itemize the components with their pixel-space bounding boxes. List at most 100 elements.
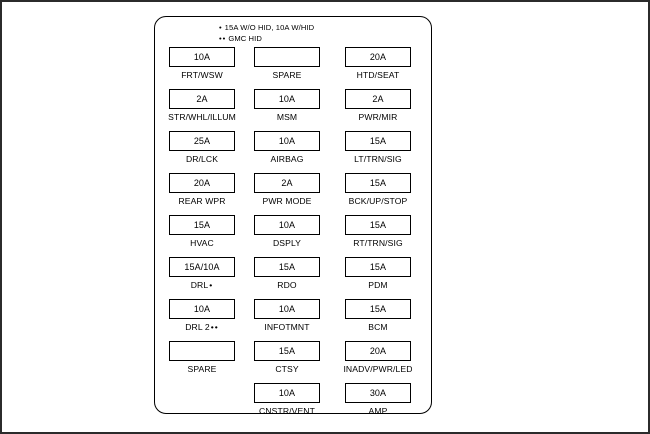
fuse-circuit-label: RT/TRN/SIG — [341, 238, 415, 248]
fuse-circuit-name: HTD/SEAT — [356, 70, 400, 80]
fuse-rating-box: 15A — [345, 215, 411, 235]
fuse-circuit-label: CTSY — [250, 364, 324, 374]
fuse-circuit-name: DRL — [190, 280, 209, 290]
fuse-circuit-label: AIRBAG — [250, 154, 324, 164]
fuse-circuit-name: PWR/MIR — [358, 112, 398, 122]
fuse-circuit-name: SPARE — [187, 364, 217, 374]
fuse-circuit-name: REAR WPR — [178, 196, 226, 206]
fuse-rating-box: 15A — [345, 299, 411, 319]
fuse-slot: 10A MSM — [250, 89, 324, 131]
fuse-slot: 10A FRT/WSW — [165, 47, 239, 89]
fuse-circuit-name: PDM — [368, 280, 388, 290]
fuse-circuit-name: DSPLY — [272, 238, 302, 248]
fuse-circuit-label: SPARE — [250, 70, 324, 80]
fuse-slot: 20A HTD/SEAT — [341, 47, 415, 89]
fuse-circuit-label: MSM — [250, 112, 324, 122]
legend-notes: •15A W/O HID, 10A W/HID••GMC HID — [219, 23, 429, 44]
fuse-rating-box: 10A — [254, 131, 320, 151]
fuse-circuit-label: INFOTMNT — [250, 322, 324, 332]
fuse-slot: SPARE — [165, 341, 239, 383]
fuse-circuit-name: DR/LCK — [185, 154, 219, 164]
fuse-slot: 25A DR/LCK — [165, 131, 239, 173]
fuse-slot: 2A PWR MODE — [250, 173, 324, 215]
fuse-rating-box: 2A — [254, 173, 320, 193]
fuse-circuit-name: INADV/PWR/LED — [343, 364, 413, 374]
fuse-circuit-label: STR/WHL/ILLUM — [165, 112, 239, 122]
fuse-slot: 10A CNSTR/VENT — [250, 383, 324, 425]
fuse-circuit-name: DRL 2 — [185, 322, 210, 332]
fuse-rating-box: 20A — [169, 173, 235, 193]
fuse-circuit-name: LT/TRN/SIG — [354, 154, 402, 164]
fuse-circuit-name: MSM — [276, 112, 298, 122]
fuse-circuit-name: RT/TRN/SIG — [353, 238, 403, 248]
legend-note-1: •15A W/O HID, 10A W/HID — [219, 23, 429, 34]
fuse-circuit-name: STR/WHL/ILLUM — [168, 112, 236, 122]
fuse-circuit-name: HVAC — [190, 238, 214, 248]
fuse-circuit-label: DRL• — [165, 280, 239, 290]
legend-note-text: GMC HID — [228, 33, 262, 43]
fuse-circuit-label: DRL 2•• — [165, 322, 239, 332]
fuse-rating-box: 10A — [254, 89, 320, 109]
fuse-slot: 15A LT/TRN/SIG — [341, 131, 415, 173]
fuse-circuit-label: REAR WPR — [165, 196, 239, 206]
fuse-rating-box: 10A — [169, 47, 235, 67]
fuse-empty-box — [169, 341, 235, 361]
fuse-slot: 15A BCM — [341, 299, 415, 341]
fuse-rating-box: 15A — [254, 257, 320, 277]
fuse-rating-box: 15A/10A — [169, 257, 235, 277]
legend-note-text: 15A W/O HID, 10A W/HID — [224, 23, 315, 32]
fuse-rating-box: 15A — [254, 341, 320, 361]
fuse-slot: 10A AIRBAG — [250, 131, 324, 173]
fuse-slot: 15A BCK/UP/STOP — [341, 173, 415, 215]
fuse-rating-box: 15A — [345, 173, 411, 193]
fuse-circuit-label: AMP — [341, 406, 415, 416]
fuse-circuit-name: BCM — [368, 322, 388, 332]
fuse-circuit-label: SPARE — [165, 364, 239, 374]
fuse-footnote-marker-icon: • — [209, 280, 214, 290]
legend-note-2: ••GMC HID — [219, 34, 429, 45]
fuse-rating-box: 15A — [345, 131, 411, 151]
fuse-circuit-label: HVAC — [165, 238, 239, 248]
fuse-rating-box: 2A — [169, 89, 235, 109]
legend-marker-icon: •• — [219, 33, 227, 43]
fuse-circuit-label: CNSTR/VENT — [250, 406, 324, 416]
fuse-circuit-label: LT/TRN/SIG — [341, 154, 415, 164]
fuse-circuit-name: PWR MODE — [262, 196, 312, 206]
fuse-rating-box: 15A — [345, 257, 411, 277]
fuse-circuit-label: DR/LCK — [165, 154, 239, 164]
fuse-circuit-name: CTSY — [275, 364, 299, 374]
fuse-circuit-name: CNSTR/VENT — [259, 406, 315, 416]
fuse-slot: 15A RT/TRN/SIG — [341, 215, 415, 257]
fuse-circuit-label: FRT/WSW — [165, 70, 239, 80]
fuse-circuit-label: PWR MODE — [250, 196, 324, 206]
fuse-circuit-name: FRT/WSW — [181, 70, 223, 80]
fuse-circuit-label: PWR/MIR — [341, 112, 415, 122]
fuse-slot: 20A INADV/PWR/LED — [341, 341, 415, 383]
fuse-circuit-name: BCK/UP/STOP — [348, 196, 408, 206]
fuse-rating-box: 30A — [345, 383, 411, 403]
fuse-circuit-label: DSPLY — [250, 238, 324, 248]
fuse-circuit-label: PDM — [341, 280, 415, 290]
fuse-rating-box: 20A — [345, 47, 411, 67]
fuse-slot: 2A PWR/MIR — [341, 89, 415, 131]
fuse-circuit-label: BCK/UP/STOP — [341, 196, 415, 206]
fuse-slot: 10A INFOTMNT — [250, 299, 324, 341]
fuse-rating-box: 25A — [169, 131, 235, 151]
fuse-empty-box — [254, 47, 320, 67]
fuse-rating-box: 10A — [169, 299, 235, 319]
fuse-circuit-name: AIRBAG — [270, 154, 304, 164]
fuse-rating-box: 20A — [345, 341, 411, 361]
fuse-rating-box: 10A — [254, 383, 320, 403]
fuse-slot: 15A CTSY — [250, 341, 324, 383]
fuse-slot: 15A/10A DRL• — [165, 257, 239, 299]
fuse-slot: 20A REAR WPR — [165, 173, 239, 215]
fuse-circuit-name: RDO — [277, 280, 297, 290]
fuse-circuit-name: INFOTMNT — [264, 322, 310, 332]
fuse-rating-box: 10A — [254, 299, 320, 319]
fuse-slot: 15A PDM — [341, 257, 415, 299]
fuse-circuit-label: RDO — [250, 280, 324, 290]
fuse-rating-box: 2A — [345, 89, 411, 109]
fuse-circuit-name: AMP — [368, 406, 388, 416]
